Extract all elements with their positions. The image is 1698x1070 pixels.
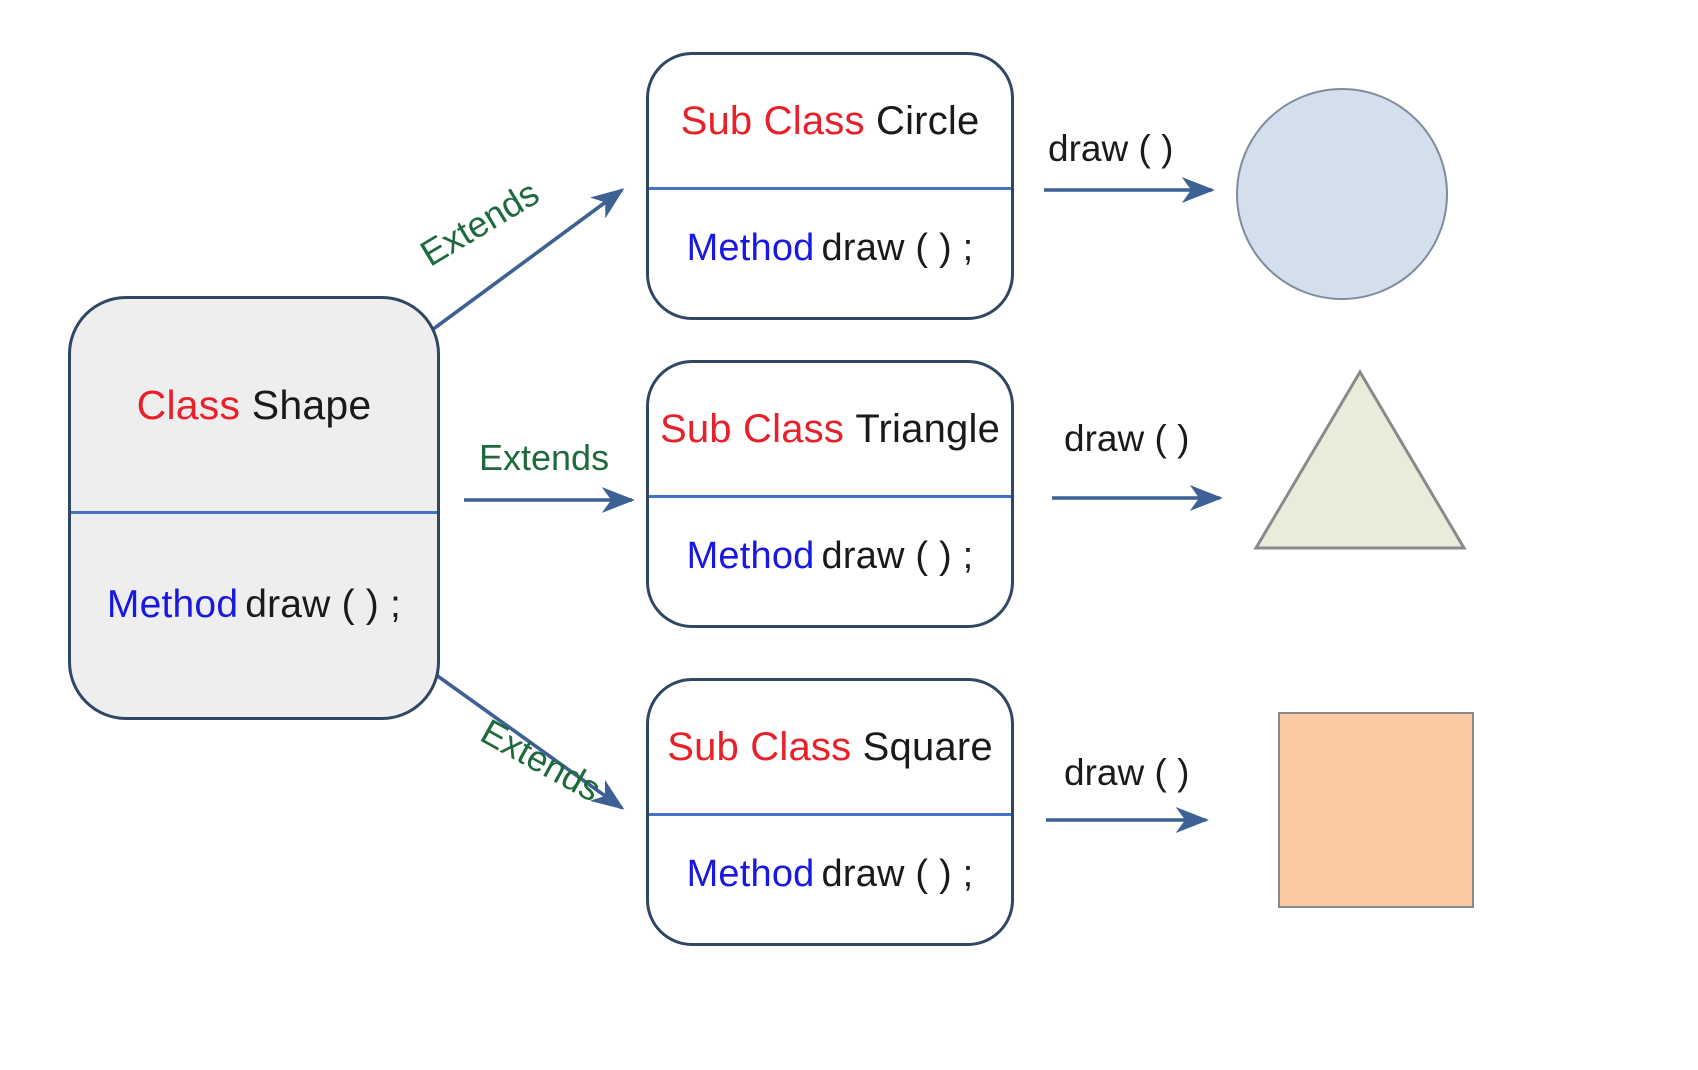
result-shape-triangle-icon [1253,369,1467,550]
method-keyword: Method [106,582,239,626]
class-box-divider [649,813,1011,816]
method-keyword: Method [686,853,815,895]
class-box-shape-title: Class Shape [71,299,437,511]
method-signature: draw ( ) ; [821,227,974,269]
subclass-name: Square [862,724,993,769]
class-box-divider [649,187,1011,190]
class-box-triangle-title: Sub Class Triangle [649,363,1011,495]
subclass-name: Triangle [855,406,1001,451]
method-keyword: Method [686,227,815,269]
subclass-keyword: Sub Class [680,98,865,143]
draw-call-label-triangle: draw ( ) [1064,418,1190,459]
result-shape-circle-icon [1236,88,1448,300]
extends-label-square: Extends [474,710,608,810]
extends-label-triangle: Extends [479,437,610,478]
subclass-keyword: Sub Class [667,724,852,769]
draw-call-label-circle: draw ( ) [1048,128,1174,169]
method-signature: draw ( ) ; [821,853,974,895]
subclass-keyword: Sub Class [659,406,845,451]
class-box-circle-title: Sub Class Circle [649,55,1011,187]
class-name: Shape [251,381,372,428]
subclass-name: Circle [876,98,980,143]
method-signature: draw ( ) ; [245,582,402,626]
extends-label-circle: Extends [413,172,546,275]
method-keyword: Method [686,535,815,577]
class-box-divider [649,495,1011,498]
draw-call-label-square: draw ( ) [1064,752,1190,793]
method-signature: draw ( ) ; [821,535,974,577]
result-shape-square-icon [1278,712,1474,908]
class-box-divider [71,511,437,514]
class-keyword: Class [136,381,241,428]
class-box-square-title: Sub Class Square [649,681,1011,813]
